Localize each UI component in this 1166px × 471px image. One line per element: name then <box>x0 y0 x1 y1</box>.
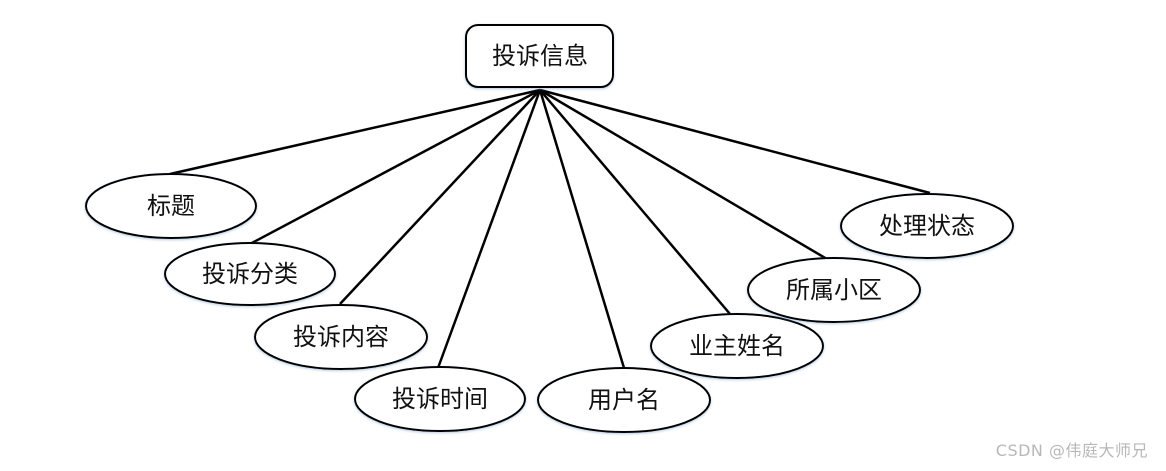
connector-username <box>538 89 626 369</box>
attribute-time: 投诉时间 <box>354 366 526 432</box>
attribute-ellipse <box>85 173 257 239</box>
attribute-label: 投诉时间 <box>392 385 488 413</box>
attribute-status: 处理状态 <box>840 193 1014 259</box>
attribute-community: 所属小区 <box>747 257 921 323</box>
attribute-ellipse <box>840 193 1014 259</box>
attribute-label: 所属小区 <box>786 276 882 304</box>
connector-status <box>539 88 931 195</box>
attribute-ellipse <box>164 242 336 306</box>
entity-label: 投诉信息 <box>492 42 588 70</box>
attribute-category: 投诉分类 <box>164 242 336 306</box>
attribute-ellipse <box>537 367 711 433</box>
connector-lines <box>169 88 931 369</box>
connector-owner-name <box>539 89 731 315</box>
attribute-content: 投诉内容 <box>254 304 428 370</box>
connector-community <box>539 88 833 264</box>
attribute-label: 投诉内容 <box>293 323 389 351</box>
attribute-label: 用户名 <box>588 386 660 414</box>
attribute-title: 标题 <box>85 173 257 239</box>
connector-content <box>339 89 541 305</box>
entity-box <box>465 24 614 88</box>
attribute-label: 业主姓名 <box>689 332 785 360</box>
attribute-owner-name: 业主姓名 <box>650 313 824 379</box>
connector-time <box>436 89 542 369</box>
entity-complaint-info: 投诉信息 <box>465 24 614 88</box>
watermark: CSDN @伟庭大师兄 <box>995 441 1148 460</box>
attribute-ellipse <box>650 313 824 379</box>
attribute-username: 用户名 <box>537 367 711 433</box>
connector-category <box>249 88 541 246</box>
attribute-label: 处理状态 <box>879 212 975 240</box>
connector-title <box>169 88 541 176</box>
attribute-ellipse <box>254 304 428 370</box>
attribute-label: 标题 <box>147 192 195 220</box>
attribute-ellipse <box>354 366 526 432</box>
attribute-ellipse <box>747 257 921 323</box>
attribute-label: 投诉分类 <box>202 260 298 288</box>
